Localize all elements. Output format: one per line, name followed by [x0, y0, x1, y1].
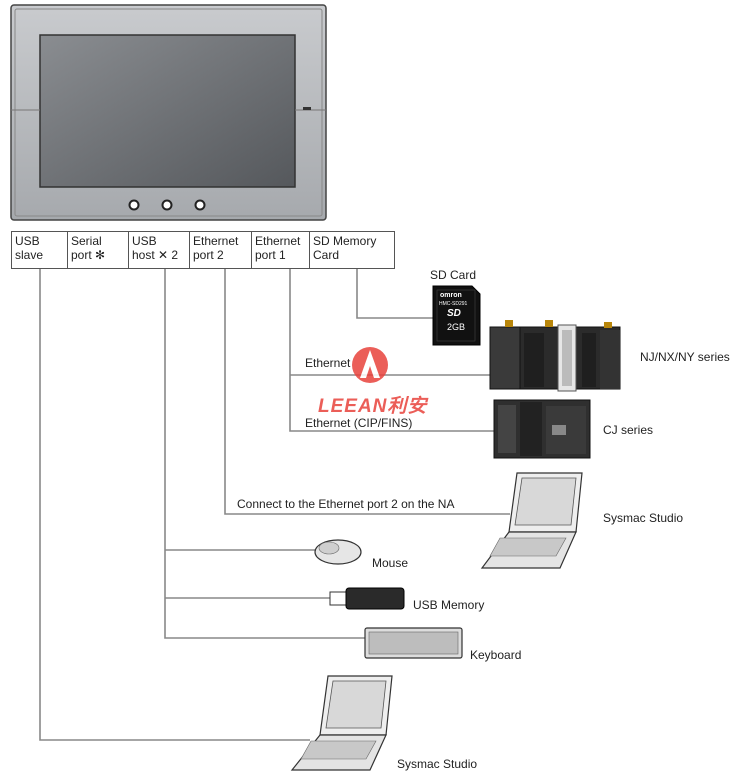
- usb-memory-label: USB Memory: [413, 598, 485, 612]
- hmi-button-icon: [194, 199, 206, 211]
- sd-card-model: HMC-SD291: [439, 301, 468, 307]
- sd-card-label: SD Card: [430, 268, 477, 282]
- connect-port2-label: Connect to the Ethernet port 2 on the NA: [237, 497, 455, 511]
- cj-series-label: CJ series: [603, 423, 654, 437]
- port-table: USB slave Serial port ✻ USB host ✕ 2 Eth…: [11, 231, 395, 269]
- hmi-button-icon: [128, 199, 140, 211]
- port-ethernet-1: Ethernet port 1: [252, 232, 310, 268]
- sysmac-studio-bottom-label: Sysmac Studio: [397, 757, 478, 771]
- keyboard-icon: [364, 627, 463, 659]
- connection-lines: [39, 267, 510, 741]
- sd-card-logo: SD: [447, 308, 461, 319]
- nj-controller-icon: [489, 320, 621, 392]
- watermark-logo-icon: [352, 347, 388, 383]
- watermark-text: LEEAN利安: [318, 396, 428, 417]
- nj-series-label: NJ/NX/NY series: [640, 350, 730, 364]
- port-serial: Serial port ✻: [68, 232, 129, 268]
- cj-controller-icon: [493, 399, 591, 459]
- ethernet-label: Ethernet: [305, 356, 351, 370]
- port-usb-host: USB host ✕ 2: [129, 232, 190, 268]
- port-usb-slave: USB slave: [12, 232, 68, 268]
- keyboard-label: Keyboard: [470, 648, 522, 662]
- laptop-icon-bottom: [290, 675, 393, 771]
- sd-card-brand: omron: [440, 292, 462, 299]
- usb-memory-icon: [329, 587, 405, 610]
- port-sd-memory-card: SD Memory Card: [313, 234, 377, 262]
- sysmac-studio-top-label: Sysmac Studio: [603, 511, 684, 525]
- laptop-icon-top: [480, 472, 583, 569]
- hmi-button-icon: [161, 199, 173, 211]
- mouse-icon: [314, 539, 362, 565]
- ethernet-cip-label: Ethernet (CIP/FINS): [305, 416, 413, 430]
- hmi-panel: [10, 4, 327, 221]
- sd-card-icon: [432, 285, 481, 346]
- mouse-label: Mouse: [372, 556, 409, 570]
- port-ethernet-2: Ethernet port 2: [190, 232, 252, 268]
- sd-card-capacity: 2GB: [447, 322, 466, 332]
